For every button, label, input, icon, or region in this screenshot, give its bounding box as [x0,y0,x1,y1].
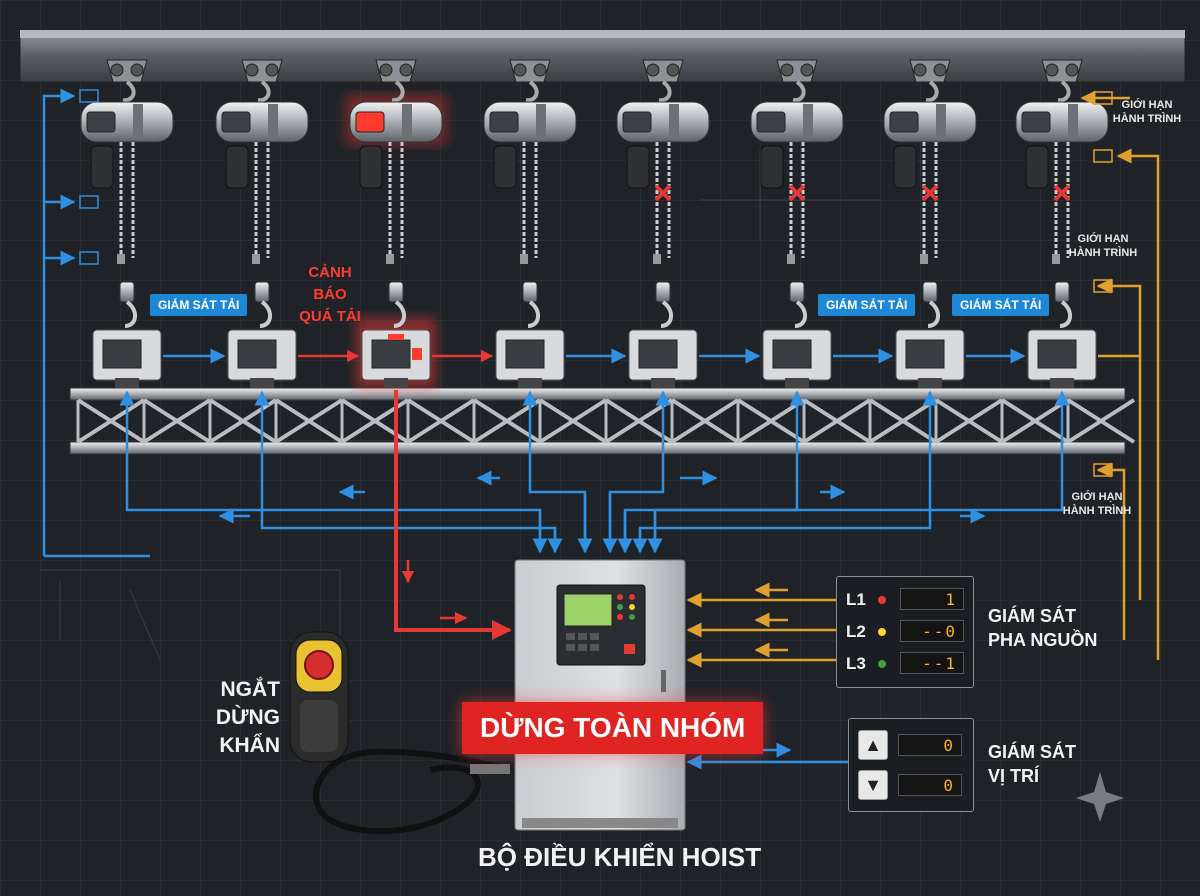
load-monitor-tag: GIÁM SÁT TẢI [150,294,248,316]
hoist-unit [80,59,174,388]
hoist-unit [750,59,844,388]
monitor-icon [79,195,99,209]
stop-cross-icon [1053,184,1071,202]
phase-display: --0 [900,620,964,642]
load-monitor-tag: GIÁM SÁT TẢI [818,294,916,316]
hoist-unit [215,59,309,388]
hoist-unit [483,59,577,388]
position-up-display: 0 [898,734,962,756]
arrow-up-icon[interactable]: ▲ [858,730,888,760]
controller-cabinet [514,559,686,831]
stop-cross-icon [921,184,939,202]
arrow-down-icon[interactable]: ▼ [858,770,888,800]
emergency-stop-pendant[interactable] [289,631,510,835]
hoist-unit [616,59,710,388]
limit-switch-icon [1093,279,1113,293]
phase-led [878,628,886,636]
stop-cross-icon [654,184,672,202]
monitor-icon [79,251,99,265]
background-blueprint [40,150,880,661]
phase-led [878,596,886,604]
phase-display: 1 [900,588,964,610]
phase-label: L1 [846,590,866,609]
hoist-unit [1015,59,1109,388]
phase-label: L2 [846,622,866,641]
truss-beam [69,387,1136,455]
limit-switch-icon [1093,91,1113,105]
emergency-stop-button[interactable] [304,650,334,680]
stop-cross-icon [788,184,806,202]
position-down-display: 0 [898,774,962,796]
group-stop-banner: DỪNG TOÀN NHÓM [462,702,764,754]
hoist-unit [883,59,977,388]
load-monitor-tag: GIÁM SÁT TẢI [952,294,1050,316]
phase-label: L3 [846,654,866,673]
sparkle-icon [1076,772,1124,822]
hoist-unit [346,59,446,388]
phase-display: --1 [900,652,964,674]
phase-led [878,660,886,668]
controller-title: BỘ ĐIỀU KHIỂN HOIST [478,842,762,872]
monitor-icon [79,89,99,103]
limit-switch-icon [1093,463,1113,477]
limit-switch-icon [1093,149,1113,163]
overhead-rail [19,29,1186,83]
